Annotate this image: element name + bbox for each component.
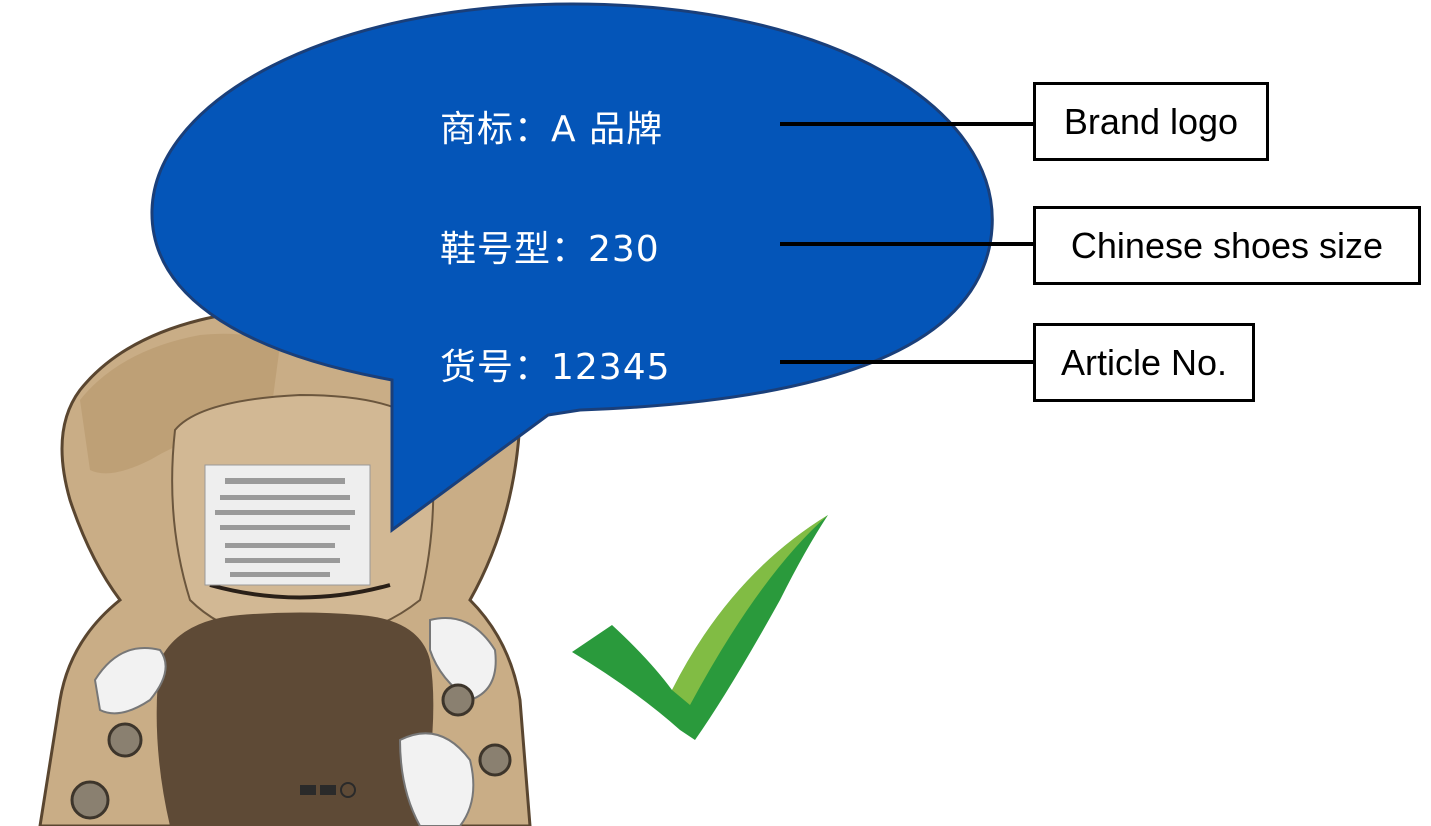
bubble-article-line: 货号：12345 <box>440 347 671 388</box>
lace-right <box>429 617 497 702</box>
label-chinese-shoes-size: Chinese shoes size <box>1033 206 1421 285</box>
speech-bubble-shape <box>150 2 994 533</box>
tongue-label-text <box>215 478 355 577</box>
shoe-opening <box>156 612 434 826</box>
bubble-size-line: 鞋号型：230 <box>440 229 660 270</box>
label-article-no: Article No. <box>1033 323 1255 402</box>
lace-left <box>93 647 167 715</box>
label-brand-logo: Brand logo <box>1033 82 1269 161</box>
checkmark-highlight <box>672 515 828 705</box>
speech-bubble <box>150 2 994 533</box>
shoe-shading <box>80 333 280 474</box>
lace-front <box>398 732 475 826</box>
bubble-brand-line: 商标：A 品牌 <box>440 109 664 150</box>
sole-logo-marks <box>300 782 356 798</box>
eyelets <box>70 683 512 820</box>
shoe-opening-rim <box>209 583 391 600</box>
connector-lines <box>780 122 1035 364</box>
